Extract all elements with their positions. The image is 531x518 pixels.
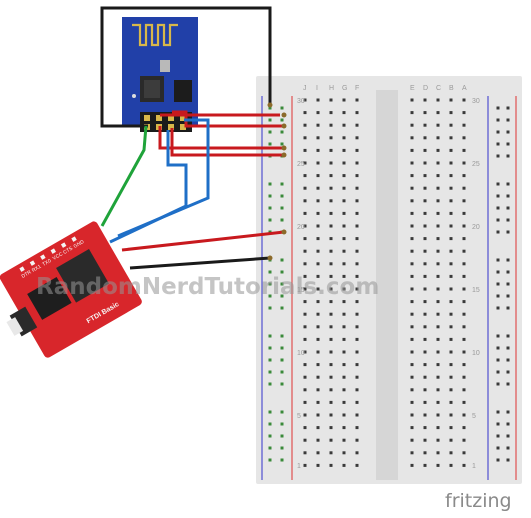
row-number: 15 bbox=[297, 287, 305, 294]
row-number: 10 bbox=[297, 350, 305, 357]
column-letter: E bbox=[410, 85, 415, 92]
column-letter: A bbox=[462, 85, 467, 92]
esp8266-module bbox=[122, 17, 198, 132]
ftdi-pin-label: TX0 bbox=[41, 258, 52, 268]
column-letter: I bbox=[316, 85, 318, 92]
row-number: 1 bbox=[297, 463, 301, 470]
row-number: 30 bbox=[297, 98, 305, 105]
wire-black-ftdi bbox=[129, 256, 271, 270]
column-letter: B bbox=[449, 85, 454, 92]
ftdi-pin-label: CTS bbox=[62, 245, 74, 256]
column-letter: J bbox=[303, 85, 307, 92]
ftdi-pin-label: DTR bbox=[21, 269, 33, 280]
fritzing-brand: fritzing bbox=[445, 490, 512, 512]
row-number: 20 bbox=[472, 224, 480, 231]
row-number: 5 bbox=[297, 413, 301, 420]
row-number: 25 bbox=[297, 161, 305, 168]
column-letter: H bbox=[329, 85, 334, 92]
row-number: 20 bbox=[297, 224, 305, 231]
ftdi-pin-label: VCC bbox=[52, 251, 64, 262]
watermark-text: RandomNerdTutorials.com bbox=[36, 274, 380, 300]
row-number: 30 bbox=[472, 98, 480, 105]
column-letter: G bbox=[342, 85, 347, 92]
breadboard-labels: F G H I J A B C D E 30 30 25 25 20 20 15 15 10 10 5 5 1 1 bbox=[297, 85, 480, 470]
column-letter: D bbox=[423, 85, 428, 92]
column-letter: C bbox=[436, 85, 441, 92]
wire-green bbox=[100, 125, 148, 227]
wire-black-esp-loop bbox=[100, 6, 272, 128]
ftdi-pin-label: GND bbox=[73, 239, 86, 250]
wire-red-ftdi bbox=[121, 230, 285, 252]
wires-blue bbox=[109, 118, 210, 244]
row-number: 1 bbox=[472, 463, 476, 470]
row-number: 25 bbox=[472, 161, 480, 168]
wire-ends bbox=[267, 102, 287, 261]
row-number: 5 bbox=[472, 413, 476, 420]
breadboard-holes bbox=[261, 90, 517, 480]
row-number: 15 bbox=[472, 287, 480, 294]
row-number: 10 bbox=[472, 350, 480, 357]
column-letter: F bbox=[355, 85, 359, 92]
ftdi-pin-label: RX1 bbox=[31, 264, 43, 274]
